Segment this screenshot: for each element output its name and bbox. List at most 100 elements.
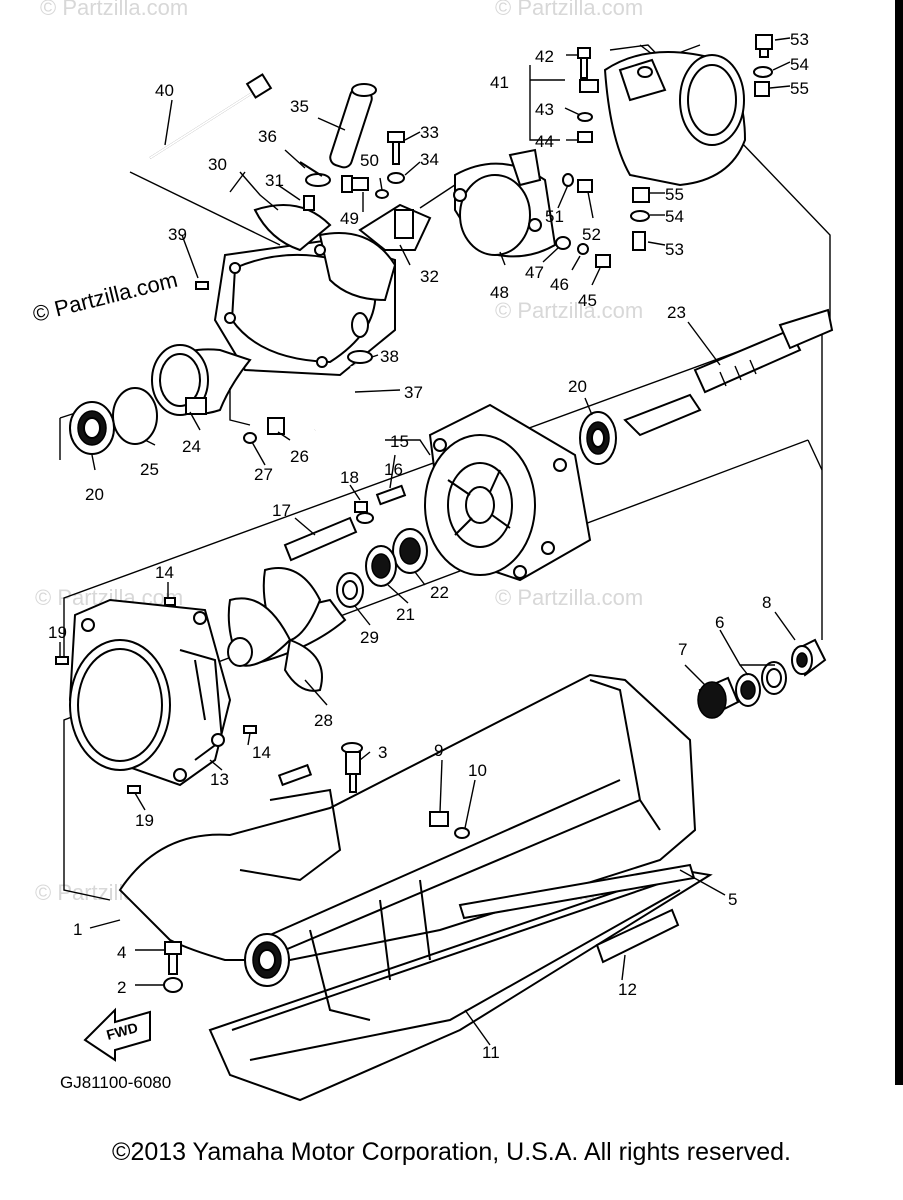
part-label: 43 [535, 100, 554, 119]
part-label: 55 [790, 79, 809, 98]
part-label: 14 [252, 743, 271, 762]
part-label: 5 [728, 890, 737, 909]
part-label: 33 [420, 123, 439, 142]
bearing-20-left [69, 401, 115, 455]
part-label: 12 [618, 980, 637, 999]
bolt-9-washer-10 [429, 811, 470, 839]
part-label: 24 [182, 437, 201, 456]
diagram-code: GJ81100-6080 [60, 1073, 171, 1092]
part-label: 1 [73, 920, 82, 939]
part-label: 15 [390, 432, 409, 451]
dowels-14-19 [55, 597, 257, 794]
right-small-parts-53-55 [630, 34, 773, 251]
hose-37 [311, 363, 362, 434]
part-label: 22 [430, 583, 449, 602]
fwd-label: FWD [105, 1019, 140, 1043]
part-label: 42 [535, 47, 554, 66]
bolt-49 [341, 175, 369, 193]
part-label: 14 [155, 563, 174, 582]
part-label: 19 [135, 811, 154, 830]
part-label: 27 [254, 465, 273, 484]
stator-housing-13 [68, 598, 232, 787]
part-label: 35 [290, 97, 309, 116]
steering-nozzle-48 [453, 148, 557, 258]
part-label: 34 [420, 150, 439, 169]
leader-lines [59, 37, 796, 1046]
part-label: 38 [380, 347, 399, 366]
part-label: 54 [665, 207, 684, 226]
bearings-21-22-29 [336, 528, 428, 608]
part-label: 3 [378, 743, 387, 762]
part-label: 8 [762, 593, 771, 612]
forward-arrow-icon: FWD [83, 1007, 151, 1062]
part-label: 7 [678, 640, 687, 659]
part-label: 55 [665, 185, 684, 204]
part-label: 30 [208, 155, 227, 174]
part-label: 36 [258, 127, 277, 146]
part-label: 19 [48, 623, 67, 642]
watermark-dark: © Partzilla.com [30, 267, 180, 327]
part-label: 51 [545, 207, 564, 226]
intake-grate-11 [208, 868, 713, 1102]
part-label: 31 [265, 171, 284, 190]
bracket-32 [358, 203, 432, 251]
part-label: 20 [85, 485, 104, 504]
part-label: 4 [117, 943, 126, 962]
part-label: 53 [665, 240, 684, 259]
part-label: 29 [360, 628, 379, 647]
part-label: 46 [550, 275, 569, 294]
tube-35 [329, 83, 377, 169]
plug-26-27 [243, 417, 285, 444]
nozzle-housing-30 [213, 204, 397, 377]
part-label: 25 [140, 460, 159, 479]
part-label: 18 [340, 468, 359, 487]
dowel-39 [195, 281, 209, 290]
bearing-20-right [579, 411, 617, 465]
part-label: 28 [314, 711, 333, 730]
watermark-text: © Partzilla.com [495, 0, 643, 20]
part-label: 10 [468, 761, 487, 780]
long-bolt-40 [149, 73, 273, 159]
part-label: 50 [360, 151, 379, 170]
nut-34 [387, 172, 405, 184]
part-label: 54 [790, 55, 809, 74]
part-label: 39 [168, 225, 187, 244]
part-label: 13 [210, 770, 229, 789]
part-label: 41 [490, 73, 509, 92]
part-labels: 1 2 3 4 5 6 7 8 9 10 11 12 13 14 14 15 1… [48, 30, 809, 1062]
pin-16-18 [354, 484, 407, 524]
watermark-text: © Partzilla.com [495, 298, 643, 323]
part-label: 11 [482, 1043, 500, 1062]
part-label: 32 [420, 267, 439, 286]
part-label: 6 [715, 613, 724, 632]
watermark-text: © Partzilla.com [495, 585, 643, 610]
part-label: 52 [582, 225, 601, 244]
copyright-notice: ©2013 Yamaha Motor Corporation, U.S.A. A… [112, 1138, 791, 1166]
clamp-38 [347, 350, 373, 364]
bolt-33 [387, 131, 405, 165]
part-label: 37 [404, 383, 423, 402]
part-label: 23 [667, 303, 686, 322]
part-label: 53 [790, 30, 809, 49]
watermark-text: © Partzilla.com [40, 0, 188, 20]
part-label: 2 [117, 978, 126, 997]
coupler-parts-6-7-8 [697, 638, 827, 719]
small-parts-45-47-51-52 [555, 173, 611, 268]
part-label: 49 [340, 209, 359, 228]
part-label: 21 [396, 605, 415, 624]
part-label: 26 [290, 447, 309, 466]
washer-50 [375, 189, 389, 199]
part-label: 16 [384, 460, 403, 479]
impeller-28 [227, 567, 347, 692]
part-label: 48 [490, 283, 509, 302]
page-edge-border [895, 0, 903, 1085]
shaft-17 [283, 516, 358, 562]
drive-shaft-23 [623, 308, 834, 437]
part-label: 47 [525, 263, 544, 282]
bolt-3 [341, 742, 363, 793]
part-label: 44 [535, 132, 554, 151]
bolt-42-group [577, 47, 599, 143]
reverse-gate [603, 51, 747, 187]
part-label: 45 [578, 291, 597, 310]
